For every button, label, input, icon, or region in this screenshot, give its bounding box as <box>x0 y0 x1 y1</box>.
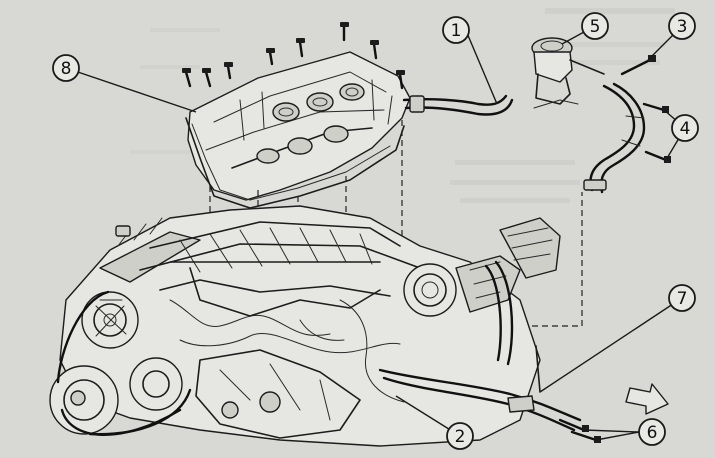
callout-8: 8 <box>52 54 80 82</box>
callout-4-label: 4 <box>680 119 691 139</box>
egr-hose <box>402 94 514 116</box>
pipe-mounting-bolts <box>642 102 671 163</box>
callout-2-label: 2 <box>455 427 466 447</box>
callout-5-label: 5 <box>590 17 601 37</box>
callout-7: 7 <box>668 284 696 312</box>
manifold-bolts <box>182 22 405 90</box>
egr-pipe <box>583 82 646 194</box>
callout-8-label: 8 <box>61 59 72 79</box>
callout-2: 2 <box>446 422 474 450</box>
callout-1: 1 <box>442 16 470 44</box>
engine-block <box>49 205 582 447</box>
callout-3-label: 3 <box>677 17 688 37</box>
callout-1-label: 1 <box>451 21 462 41</box>
callout-4: 4 <box>671 114 699 142</box>
bracket-bolt <box>620 55 656 76</box>
bleed-through-text <box>130 8 675 203</box>
upper-intake-manifold <box>187 51 411 201</box>
front-direction-arrow-icon <box>625 383 669 415</box>
egr-valve <box>531 37 605 109</box>
callout-7-label: 7 <box>677 289 688 309</box>
callout-6: 6 <box>638 418 666 446</box>
lower-pipe-bolts <box>558 418 601 443</box>
callout-5: 5 <box>581 12 609 40</box>
callout-6-label: 6 <box>647 423 658 443</box>
callout-3: 3 <box>668 12 696 40</box>
manifold-gasket <box>185 117 405 209</box>
